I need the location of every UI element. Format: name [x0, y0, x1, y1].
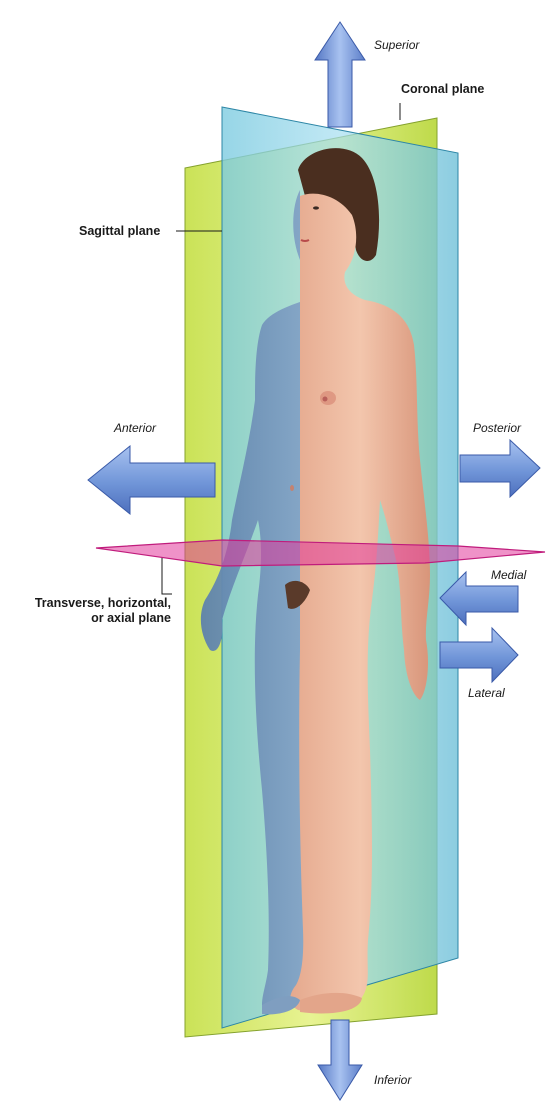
inferior-label: Inferior — [374, 1073, 411, 1087]
sagittal-plane-label: Sagittal plane — [79, 224, 160, 238]
posterior-label: Posterior — [473, 421, 521, 435]
transverse-plane — [96, 540, 545, 566]
inferior-arrow — [318, 1020, 362, 1100]
lateral-label: Lateral — [468, 686, 505, 700]
transverse-plane-label: Transverse, horizontal, or axial plane — [8, 596, 171, 626]
transverse-leader-line — [162, 558, 172, 594]
anterior-label: Anterior — [114, 421, 156, 435]
superior-arrow — [315, 22, 365, 127]
superior-label: Superior — [374, 38, 419, 52]
medial-label: Medial — [491, 568, 526, 582]
transverse-plane-label-line2: or axial plane — [8, 611, 171, 626]
coronal-plane-label: Coronal plane — [401, 82, 484, 96]
posterior-arrow — [460, 440, 540, 497]
transverse-plane-label-line1: Transverse, horizontal, — [8, 596, 171, 611]
